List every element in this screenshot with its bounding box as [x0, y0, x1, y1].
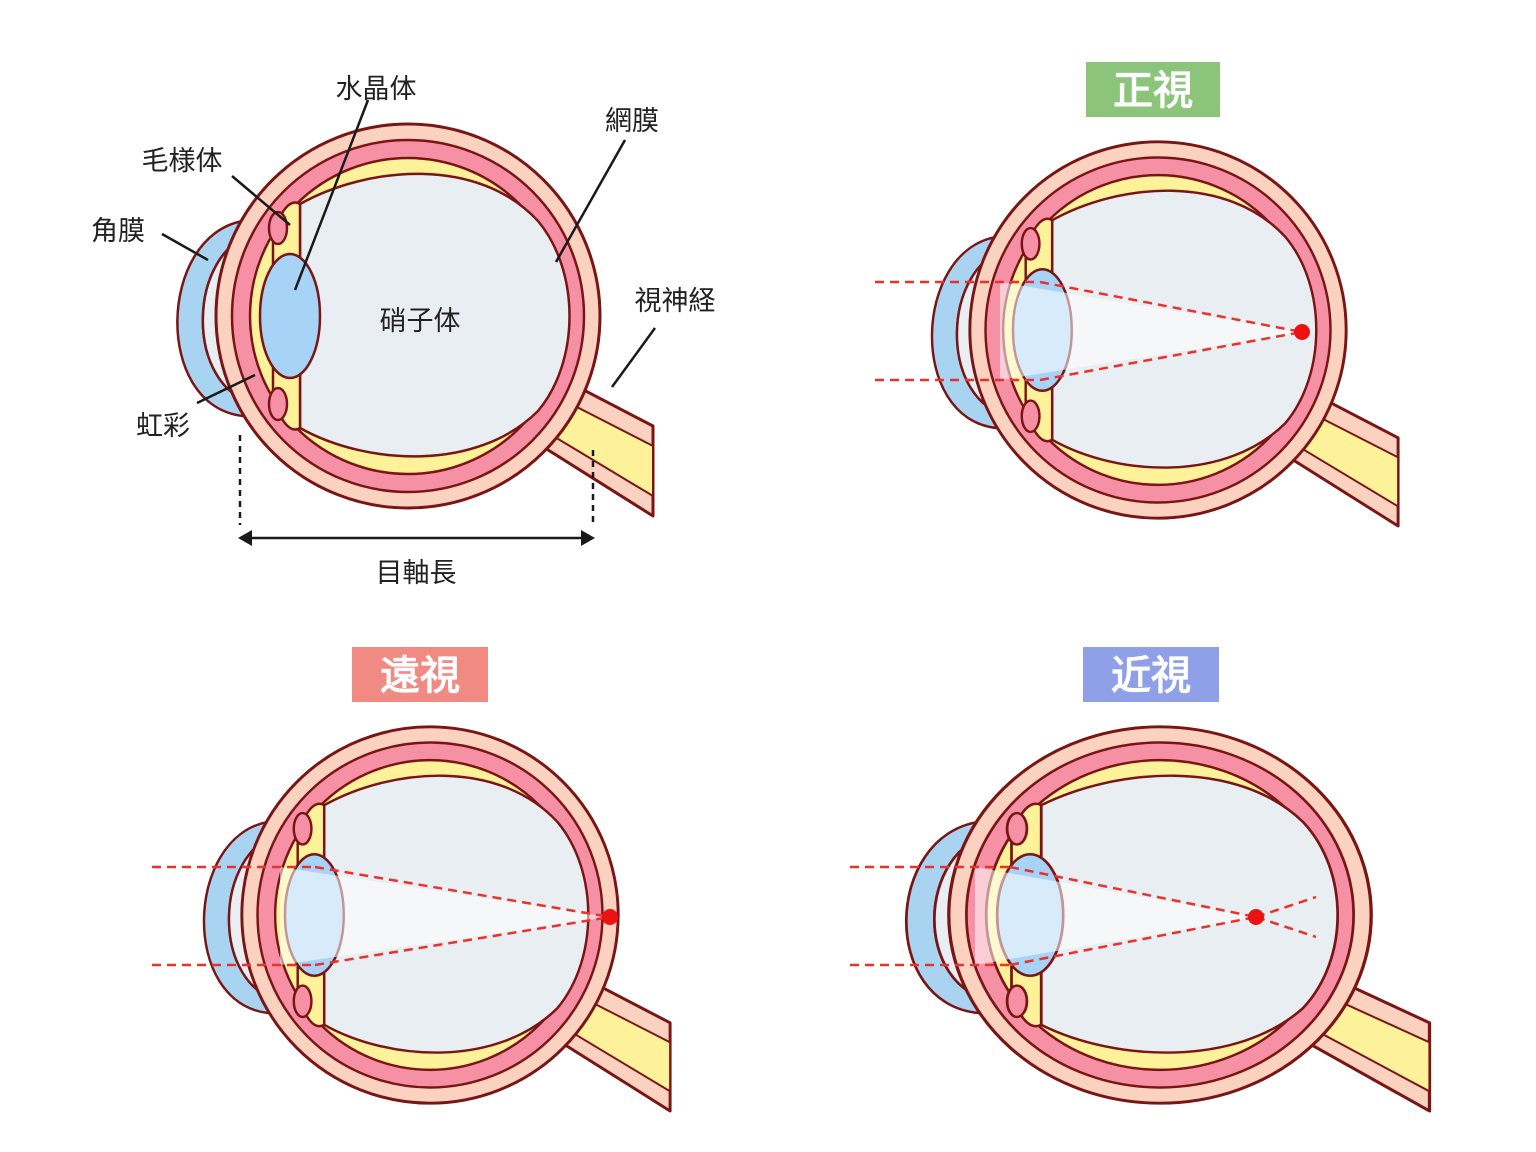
badge-myopia	[1083, 647, 1219, 702]
leader-lines	[161, 99, 657, 405]
label-axial-length: 目軸長	[376, 558, 457, 589]
label-lens: 水晶体	[336, 74, 417, 105]
label-iris: 虹彩	[136, 411, 190, 442]
label-optic-nerve: 視神経	[635, 286, 716, 317]
rays-myopia	[850, 865, 1317, 967]
badge-normal	[1086, 62, 1220, 117]
label-vitreous: 硝子体	[380, 306, 461, 337]
rays-normal	[875, 280, 1303, 382]
title-myopia: 近視	[1111, 653, 1191, 699]
focal-point-normal	[1294, 324, 1310, 340]
label-cornea: 角膜	[91, 216, 145, 247]
label-retina: 網膜	[605, 106, 659, 137]
badge-hyperopia	[352, 647, 488, 702]
title-hyperopia: 遠視	[380, 653, 460, 699]
rays-hyperopia	[152, 865, 611, 967]
title-normal: 正視	[1113, 68, 1193, 114]
label-ciliary: 毛様体	[142, 146, 223, 177]
focal-point-myopia	[1248, 909, 1264, 925]
focal-point-hyperopia	[602, 909, 618, 925]
axial-length-dimension	[238, 435, 595, 546]
